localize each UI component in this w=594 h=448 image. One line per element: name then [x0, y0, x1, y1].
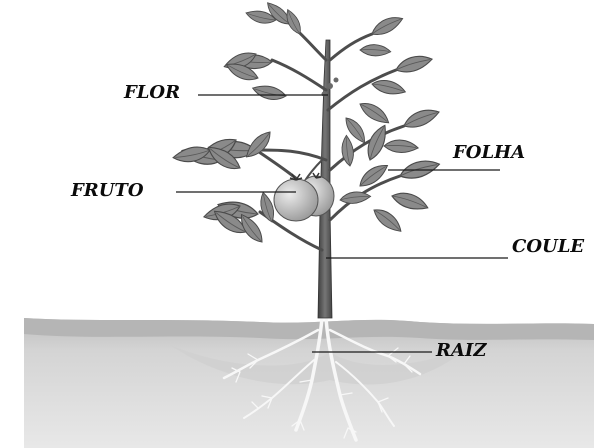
label-coule: COULE — [512, 238, 584, 256]
soil — [24, 318, 594, 448]
label-flor: FLOR — [124, 84, 180, 102]
label-fruto: FRUTO — [71, 182, 144, 200]
label-raiz: RAIZ — [436, 342, 486, 360]
fruits — [274, 173, 334, 221]
label-folha: FOLHA — [453, 144, 525, 162]
